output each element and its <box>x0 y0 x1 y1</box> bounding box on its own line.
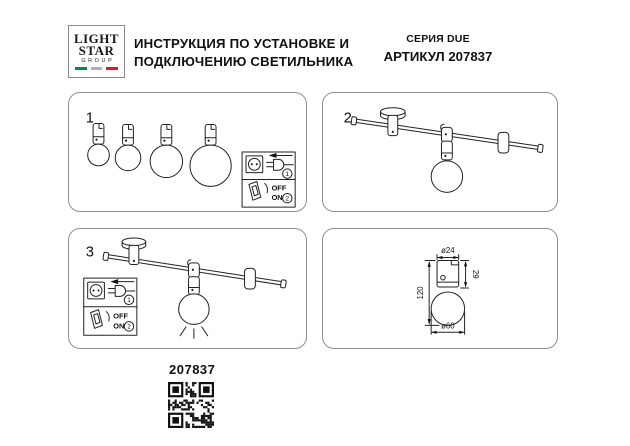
title-line-1: ИНСТРУКЦИЯ ПО УСТАНОВКЕ И <box>134 36 350 51</box>
track-clamp <box>245 268 256 289</box>
step-2-badge: 2 <box>124 322 133 331</box>
dim-holder-height: 29 <box>461 260 480 288</box>
switch-icon <box>249 182 261 201</box>
dim-total-height: 120 <box>416 260 439 325</box>
panel-dimensions: ø24 29 120 <box>322 228 558 349</box>
plug-icon <box>108 286 135 297</box>
svg-text:2: 2 <box>127 324 131 331</box>
plug-socket-instruction: 1 <box>88 279 135 304</box>
svg-text:2: 2 <box>286 196 290 203</box>
lamp-size-4 <box>190 124 231 186</box>
lightstar-logo: LIGHT STAR GROUP <box>68 25 125 78</box>
product-info: СЕРИЯ DUE АРТИКУЛ 207837 <box>375 33 501 64</box>
panel-3-number: 3 <box>86 245 94 261</box>
panel-2-number: 2 <box>344 111 352 127</box>
dim-ball-diameter: ø60 <box>431 312 464 335</box>
power-instruction-box: 1 OFF ON 2 <box>242 152 295 207</box>
ceiling-mount <box>122 238 146 264</box>
ball-lamp <box>431 124 462 192</box>
panel-1-drawing: 1 <box>86 111 306 211</box>
switch-icon <box>91 310 103 329</box>
logo-word-star: STAR <box>78 42 115 58</box>
lamp-outline <box>431 260 464 325</box>
logo-word-light: LIGHT <box>73 31 120 47</box>
arrow-icon <box>268 152 293 158</box>
svg-text:ø60: ø60 <box>441 321 455 330</box>
step-1-badge: 1 <box>124 295 133 304</box>
lamp-size-3 <box>150 124 182 177</box>
svg-text:29: 29 <box>471 270 480 279</box>
plug-socket-instruction: 1 <box>246 152 294 178</box>
rail-clip <box>188 263 199 278</box>
dim-top-diameter: ø24 <box>437 246 459 259</box>
svg-text:1: 1 <box>127 297 131 304</box>
flip-arrow-icon <box>265 183 268 192</box>
panel-1-number: 1 <box>86 111 94 127</box>
title-line-2: ПОДКЛЮЧЕНИЮ СВЕТИЛЬНИКА <box>134 53 354 69</box>
light-rays <box>180 327 208 338</box>
power-switch-instruction: OFF ON 2 <box>249 182 292 203</box>
power-instruction-box: 1 OFF ON 2 <box>84 278 137 335</box>
arrow-icon <box>110 279 134 285</box>
panel-step-1: 1 <box>68 92 307 212</box>
panel-2-drawing: 2 <box>344 93 557 211</box>
lamp-size-1 <box>88 123 110 165</box>
qr-code <box>168 382 214 428</box>
logo-word-group: GROUP <box>81 58 115 65</box>
power-switch-instruction: OFF ON 2 <box>91 310 134 331</box>
flip-arrow-icon <box>106 312 109 321</box>
step-2-badge: 2 <box>283 193 292 202</box>
socket-icon <box>88 282 105 299</box>
on-label: ON <box>272 193 283 202</box>
series-label: СЕРИЯ DUE <box>406 33 470 45</box>
rail-clip <box>441 127 452 142</box>
step-1-badge: 1 <box>283 169 292 178</box>
off-label: OFF <box>272 183 287 192</box>
dimension-drawing: ø24 29 120 <box>416 246 480 348</box>
ceiling-mount <box>381 108 406 136</box>
socket-icon <box>246 156 263 173</box>
track-clamp <box>498 132 509 153</box>
lamp-size-2 <box>115 124 141 170</box>
off-label: OFF <box>113 311 128 320</box>
on-label: ON <box>113 321 124 330</box>
plug-icon <box>267 159 294 170</box>
svg-text:ø24: ø24 <box>441 246 455 255</box>
svg-text:120: 120 <box>416 286 425 300</box>
italian-flag-stripe <box>75 66 118 70</box>
svg-text:1: 1 <box>286 171 290 178</box>
panel-step-2: 2 <box>322 92 558 212</box>
article-number: 207837 <box>169 362 216 377</box>
article-label: АРТИКУЛ 207837 <box>383 49 493 64</box>
panel-3-drawing: 3 <box>69 229 306 348</box>
ball-lamp <box>179 260 209 325</box>
page-title: ИНСТРУКЦИЯ ПО УСТАНОВКЕ И ПОДКЛЮЧЕНИЮ СВ… <box>134 35 353 70</box>
panel-step-3: 3 <box>68 228 307 349</box>
